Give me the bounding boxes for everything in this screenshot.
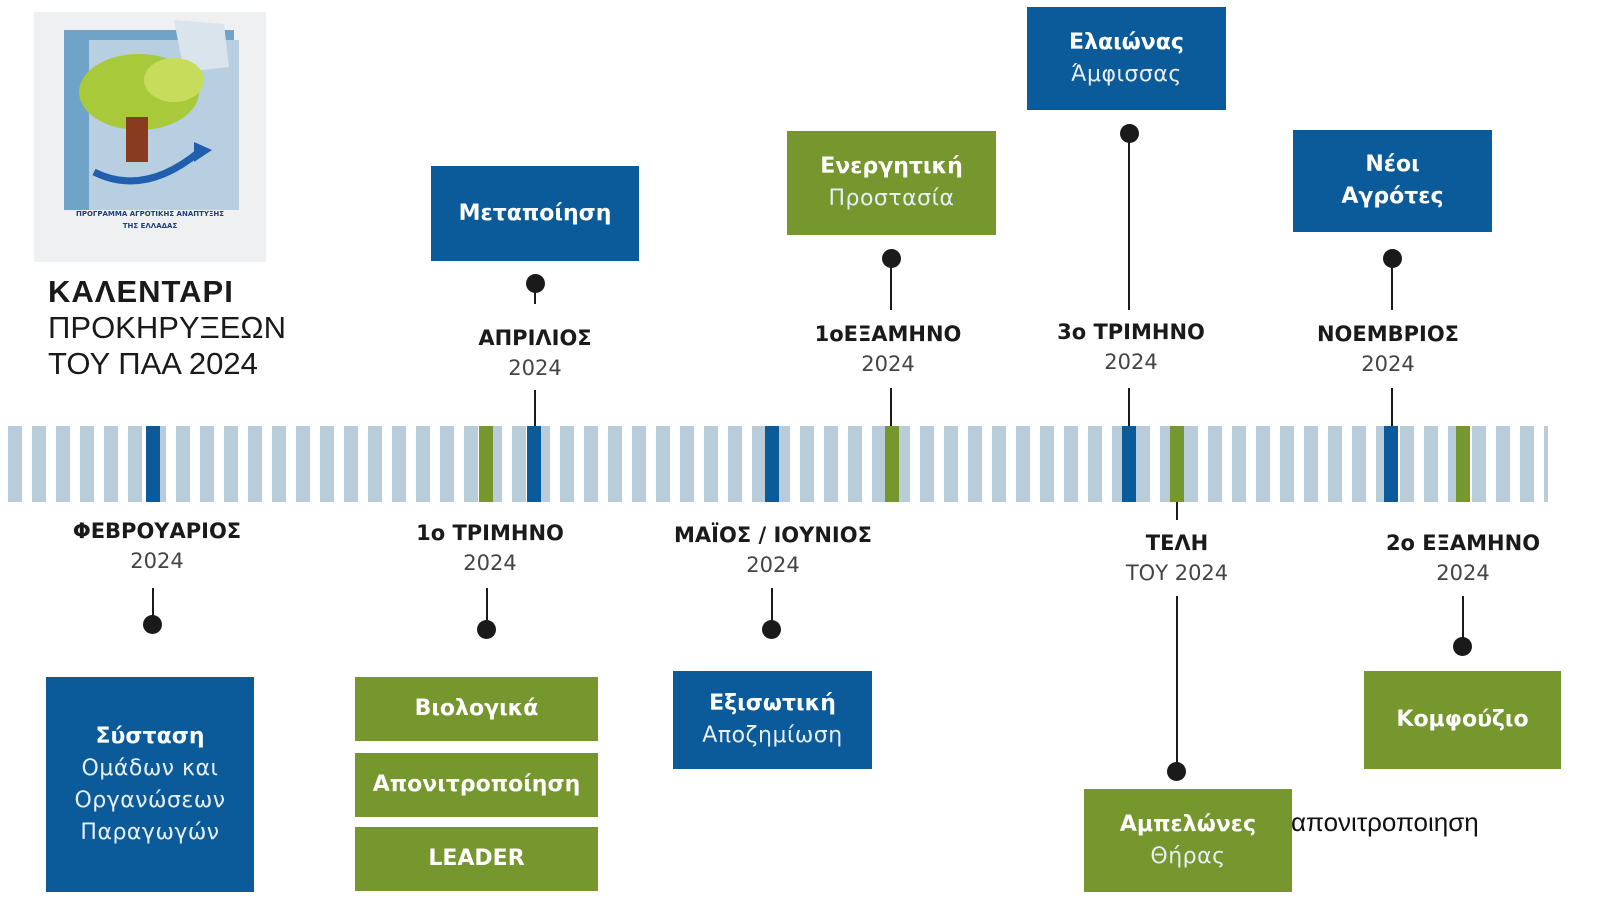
logo-caption-1: ΠΡΟΓΡΑΜΜΑ ΑΓΡΟΤΙΚΗΣ ΑΝΑΠΤΥΞΗΣ: [75, 210, 225, 218]
card-nov-title-1: Νέοι: [1365, 152, 1420, 177]
dot-apr: [526, 274, 545, 293]
label-nov: ΝΟΕΜΒΡΙΟΣ 2024: [1258, 319, 1518, 379]
label-q3: 3ο ΤΡΙΜΗΝΟ 2024: [1001, 317, 1261, 377]
dot-feb: [143, 615, 162, 634]
card-apr-title: Μεταποίηση: [458, 200, 612, 226]
card-q1-organic-title: Βιολογικά: [414, 696, 539, 721]
connector-q1: [486, 588, 488, 620]
card-q1-organic[interactable]: Βιολογικά: [355, 677, 598, 741]
year-mayjun: 2024: [746, 553, 800, 577]
card-h2-title: Κομφούζιο: [1396, 707, 1529, 732]
card-q3-sub: Άμφισσας: [1071, 61, 1182, 87]
year-nov: 2024: [1361, 352, 1415, 376]
period-h1: 1οΕΞΑΜΗΝΟ: [814, 322, 962, 346]
marker-mayjun: [765, 426, 779, 502]
card-mayjun-sub: Αποζημίωση: [702, 723, 843, 748]
connector-end: [1176, 596, 1178, 764]
calendar-title: ΚΑΛΕΝΤΑΡΙ: [48, 274, 234, 309]
period-apr: ΑΠΡΙΛΙΟΣ: [478, 326, 592, 350]
marker-q3: [1122, 426, 1136, 502]
card-nov-title-2: Αγρότες: [1341, 184, 1444, 209]
dot-h1: [882, 249, 901, 268]
year-h2: 2024: [1436, 561, 1490, 585]
card-mayjun-title: Εξισωτική: [709, 691, 836, 716]
marker-feb: [146, 426, 160, 502]
card-h1-sub: Προστασία: [828, 186, 955, 211]
note-text: απονιτροποιηση: [1291, 807, 1479, 837]
card-h1-title: Ενεργητική: [820, 154, 963, 179]
dot-end: [1167, 762, 1186, 781]
period-q1: 1ο ΤΡΙΜΗΝΟ: [416, 521, 564, 545]
year-h1: 2024: [861, 352, 915, 376]
label-h2: 2ο ΕΞΑΜΗΝΟ 2024: [1333, 528, 1593, 588]
program-logo: ΠΡΟΓΡΑΜΜΑ ΑΓΡΟΤΙΚΗΣ ΑΝΑΠΤΥΞΗΣ ΤΗΣ ΕΛΛΑΔΑ…: [34, 12, 266, 262]
label-h1: 1οΕΞΑΜΗΝΟ 2024: [758, 319, 1018, 379]
card-h2[interactable]: Κομφούζιο: [1364, 671, 1561, 769]
logo-caption-2: ΤΗΣ ΕΛΛΑΔΑΣ: [122, 222, 178, 230]
label-mayjun: ΜΑΪΟΣ / ΙΟΥΝΙΟΣ 2024: [643, 520, 903, 580]
card-q1-denitrification[interactable]: Απονιτροποίηση: [355, 753, 598, 817]
dot-q3: [1120, 124, 1139, 143]
connector-nov-top: [1391, 265, 1393, 310]
year-feb: 2024: [130, 549, 184, 573]
card-q1-leader[interactable]: LEADER: [355, 827, 598, 891]
card-feb-sub3: Παραγωγών: [80, 819, 220, 845]
card-end-title: Αμπελώνες: [1119, 811, 1257, 837]
year-apr: 2024: [508, 356, 562, 380]
period-h2: 2ο ΕΞΑΜΗΝΟ: [1385, 531, 1541, 555]
card-mayjun[interactable]: Εξισωτική Αποζημίωση: [673, 671, 872, 769]
card-h1[interactable]: Ενεργητική Προστασία: [787, 131, 996, 235]
connector-feb: [152, 588, 154, 618]
period-q3: 3ο ΤΡΙΜΗΝΟ: [1057, 320, 1205, 344]
connector-nov: [1391, 388, 1393, 426]
period-feb: ΦΕΒΡΟΥΑΡΙΟΣ: [72, 519, 242, 543]
connector-apr: [534, 390, 536, 426]
connector-mayjun: [771, 588, 773, 620]
card-q3-title: Ελαιώνας: [1069, 29, 1184, 55]
label-q1: 1ο ΤΡΙΜΗΝΟ 2024: [360, 518, 620, 578]
year-q3: 2024: [1104, 350, 1158, 374]
calendar-subtitle-1: ΠΡΟΚΗΡΥΞΕΩΝ: [48, 310, 286, 345]
connector-q3-top: [1128, 140, 1130, 310]
year-q1: 2024: [463, 551, 517, 575]
period-mayjun: ΜΑΪΟΣ / ΙΟΥΝΙΟΣ: [674, 523, 872, 547]
connector-end-top: [1176, 502, 1178, 520]
marker-h2: [1456, 426, 1470, 502]
card-end-sub: Θήρας: [1150, 843, 1226, 869]
card-feb-sub1: Ομάδων και: [81, 755, 219, 781]
label-feb: ΦΕΒΡΟΥΑΡΙΟΣ 2024: [27, 516, 287, 576]
dot-q1: [477, 620, 496, 639]
card-feb-sub2: Οργανώσεων: [74, 787, 226, 813]
dot-h2: [1453, 637, 1472, 656]
label-end: ΤΕΛΗ ΤΟΥ 2024: [1047, 528, 1307, 588]
label-apr: ΑΠΡΙΛΙΟΣ 2024: [405, 323, 665, 383]
card-nov[interactable]: Νέοι Αγρότες: [1293, 130, 1492, 232]
marker-h1: [885, 426, 899, 502]
card-end[interactable]: Αμπελώνες Θήρας: [1084, 789, 1292, 892]
period-end: ΤΕΛΗ: [1145, 531, 1209, 555]
connector-q3: [1128, 388, 1130, 426]
card-q3[interactable]: Ελαιώνας Άμφισσας: [1027, 7, 1226, 110]
dot-nov: [1383, 249, 1402, 268]
connector-h1-top: [890, 265, 892, 310]
card-feb-title: Σύσταση: [95, 723, 205, 749]
card-feb[interactable]: Σύσταση Ομάδων και Οργανώσεων Παραγωγών: [46, 677, 254, 892]
marker-q1: [479, 426, 493, 502]
calendar-subtitle-2: ΤΟΥ ΠΑΑ 2024: [48, 346, 258, 381]
card-q1-denitrification-title: Απονιτροποίηση: [372, 772, 581, 797]
year-end: ΤΟΥ 2024: [1125, 561, 1229, 585]
card-apr[interactable]: Μεταποίηση: [431, 166, 639, 261]
connector-apr-top: [534, 290, 536, 304]
connector-h2: [1462, 596, 1464, 638]
marker-end: [1170, 426, 1184, 502]
tree-logo-icon: [64, 20, 239, 210]
period-nov: ΝΟΕΜΒΡΙΟΣ: [1316, 322, 1460, 346]
dot-mayjun: [762, 620, 781, 639]
marker-nov: [1384, 426, 1398, 502]
connector-h1: [890, 388, 892, 426]
marker-apr: [527, 426, 541, 502]
card-q1-leader-title: LEADER: [428, 846, 525, 871]
